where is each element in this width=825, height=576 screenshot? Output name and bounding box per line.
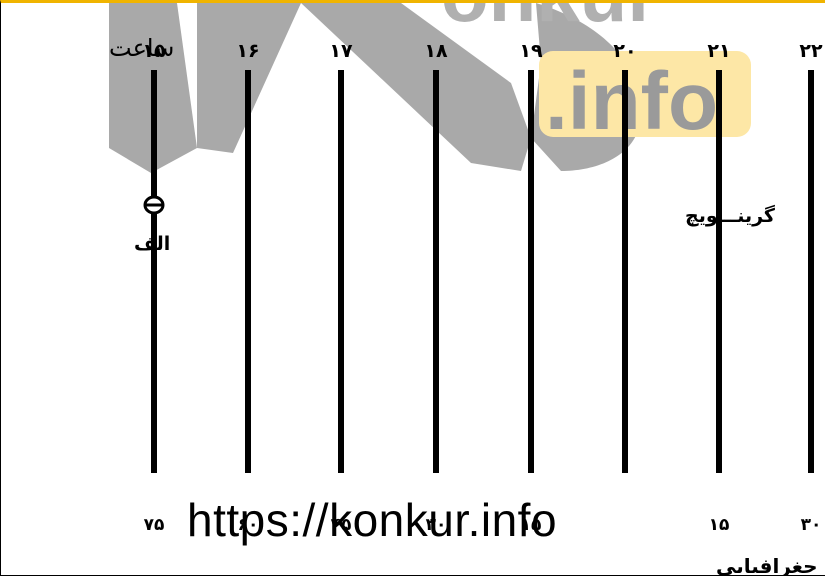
hour-label: ۲۲ [799,40,823,62]
hour-label: ۱۵ [142,40,166,62]
hour-labels: ۱۵ ۱۶ ۱۷ ۱۸ ۱۹ ۲۰ ۲۱ ۲۲ [142,40,823,62]
longitude-axis-title: طول جغرافیایی [716,554,825,576]
hour-label: ۱۶ [236,40,259,62]
watermark-url: https://konkur.info [187,494,558,546]
longitude-label: ۶۰ [238,515,259,535]
hour-label: ۱۹ [519,40,543,62]
longitude-label: ۴۵ [331,515,352,535]
hour-label: ۱۸ [424,40,448,62]
greenwich-label: گرینـــویچ [685,204,776,227]
longitude-label: ۷۵ [144,515,165,535]
time-zone-diagram: ساعت ۱۵ ۱۶ ۱۷ ۱۸ ۱۹ ۲۰ ۲۱ ۲۲ ۷۵ ۶۰ ۴۵ ۳۰ ۱۵ ۱۵ ۳۰ الف… [109,34,825,576]
longitude-label: ۱۵ [521,515,542,535]
longitude-label: ۳۰ [426,515,447,535]
longitude-label: ۱۵ [709,515,730,535]
hour-label: ۱۷ [329,40,353,62]
point-label: الف [134,233,170,255]
meridian-lines [151,70,814,473]
point-marker [143,195,165,215]
longitude-labels: ۷۵ ۶۰ ۴۵ ۳۰ ۱۵ ۱۵ ۳۰ [144,515,822,535]
hour-axis-title: ساعت [109,34,174,62]
hour-label: ۲۰ [613,40,636,62]
longitude-label: ۳۰ [801,515,822,535]
hour-label: ۲۱ [707,40,730,62]
